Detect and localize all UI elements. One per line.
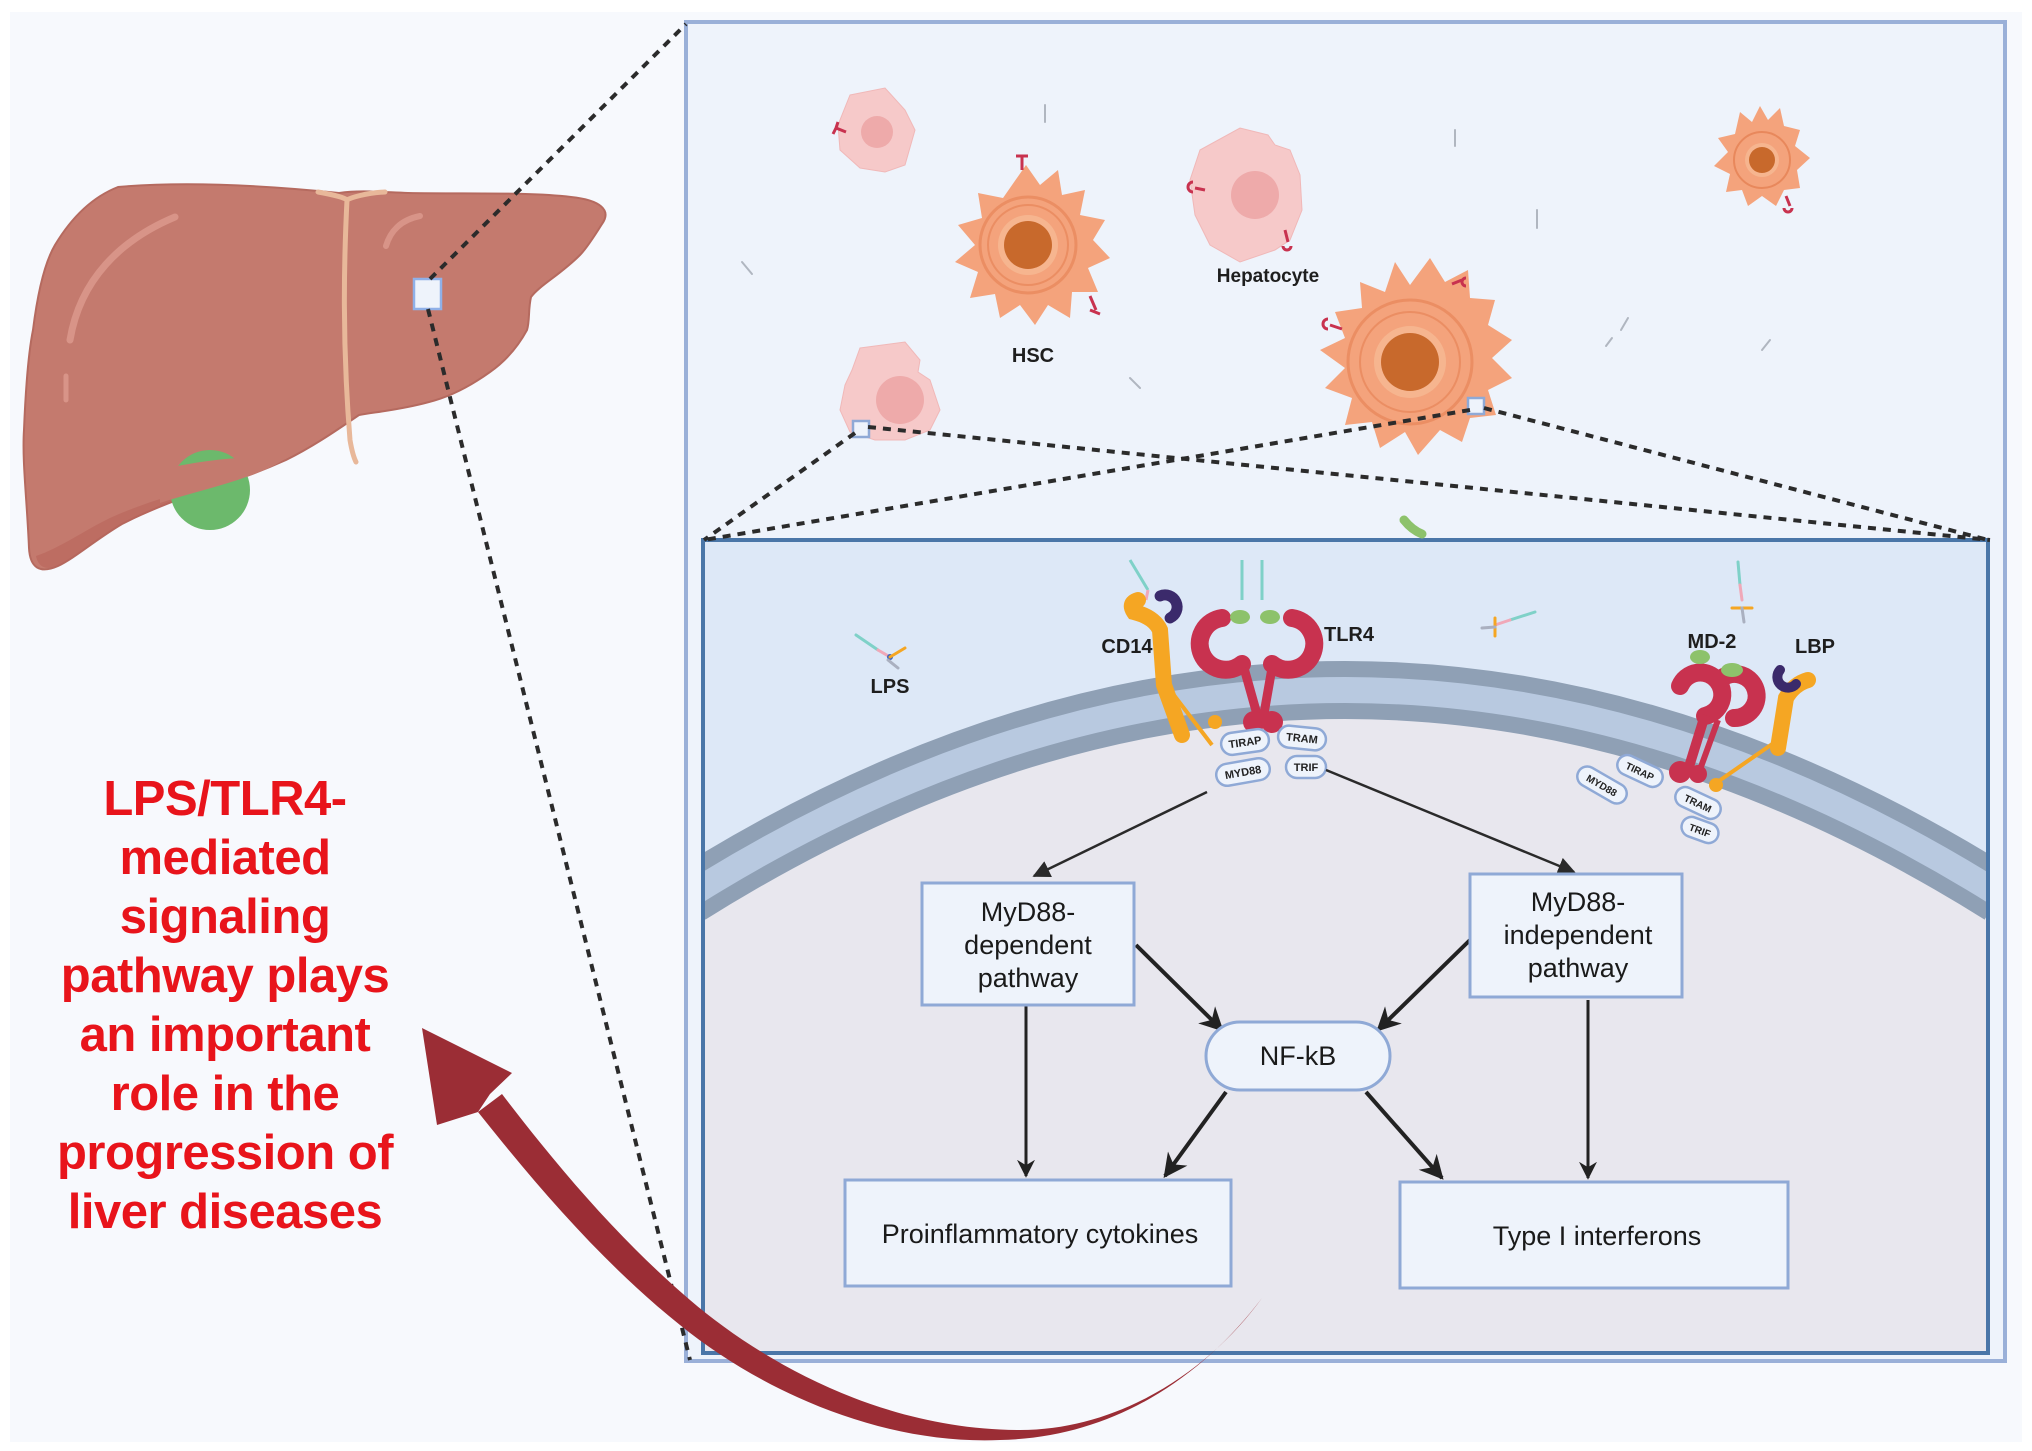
myd88-independent-line-3: pathway bbox=[1528, 953, 1629, 983]
type-i-interferons-label: Type I interferons bbox=[1493, 1221, 1702, 1251]
summary-line-7: progression of bbox=[56, 1126, 394, 1180]
tlr4-receptor-left bbox=[1190, 560, 1324, 733]
zoom-line-hepatocyte-left bbox=[702, 431, 857, 542]
myd88-independent-box: MyD88- independent pathway bbox=[1468, 872, 1684, 999]
lps-label: LPS bbox=[871, 676, 910, 698]
myd88-independent-line-1: MyD88- bbox=[1531, 887, 1626, 917]
curved-arrow-head bbox=[422, 1028, 512, 1125]
hepatocyte-cell-1 bbox=[1186, 127, 1303, 263]
summary-line-2: mediated bbox=[119, 831, 331, 885]
myd88-dependent-box: MyD88- dependent pathway bbox=[920, 881, 1136, 1007]
proinflammatory-cytokines-label: Proinflammatory cytokines bbox=[882, 1219, 1199, 1249]
tlr4-label: TLR4 bbox=[1324, 624, 1375, 646]
proinflammatory-cytokines-box: Proinflammatory cytokines bbox=[843, 1178, 1233, 1288]
summary-line-6: role in the bbox=[110, 1067, 340, 1121]
myd88-dependent-line-1: MyD88- bbox=[981, 897, 1076, 927]
hepatocyte-cell-small bbox=[831, 87, 916, 173]
myd88-independent-line-2: independent bbox=[1504, 920, 1653, 950]
zoom-marker-liver bbox=[412, 277, 443, 311]
adaptor-tram-left: TRAM bbox=[1285, 731, 1318, 746]
liver-highlight-left bbox=[66, 213, 179, 344]
curved-feedback-arrow bbox=[422, 1028, 1262, 1441]
arrow-myd88-to-dependent bbox=[1032, 790, 1208, 878]
adaptor-complex-right: MYD88 TIRAP TRAM TRIF bbox=[1576, 753, 1722, 845]
membrane-panel-border bbox=[701, 538, 1990, 1355]
zoom-line-liver-top bbox=[428, 22, 688, 281]
cd14-receptor-left bbox=[1123, 559, 1222, 747]
liver-highlight-right bbox=[383, 213, 423, 249]
hsc-cell-2 bbox=[1320, 258, 1512, 455]
liver-lower-shadow bbox=[36, 486, 210, 568]
myd88-dependent-line-3: pathway bbox=[978, 963, 1079, 993]
pathway-arrows bbox=[1017, 768, 1597, 1180]
arrow-trif-to-independent bbox=[1325, 768, 1576, 875]
zoom-marker-hsc bbox=[1466, 396, 1486, 416]
lps-molecule-free-2 bbox=[1730, 560, 1754, 624]
adaptor-tirap-left: TIRAP bbox=[1228, 735, 1262, 751]
cell-membrane-inner bbox=[703, 677, 1988, 903]
hsc-cell-small bbox=[1714, 106, 1810, 214]
summary-line-5: an important bbox=[79, 1008, 371, 1062]
summary-line-8: liver diseases bbox=[67, 1185, 383, 1239]
nfkb-label: NF-kB bbox=[1260, 1041, 1337, 1071]
myd88-dependent-line-2: dependent bbox=[964, 930, 1092, 960]
lps-molecule-free-1 bbox=[1480, 610, 1537, 638]
zoom-line-hsc-right bbox=[1483, 406, 1989, 542]
zoom-line-hsc-left bbox=[703, 408, 1471, 542]
lps-molecule bbox=[854, 633, 907, 670]
adaptor-complex-left: TIRAP MYD88 TRAM TRIF bbox=[1214, 724, 1328, 788]
summary-line-4: pathway plays bbox=[60, 949, 390, 1003]
zoom-line-liver-bottom bbox=[426, 308, 692, 1361]
arrow-dependent-to-nfkb bbox=[1134, 943, 1224, 1032]
lps-fragments bbox=[741, 104, 1771, 389]
liver-illustration bbox=[22, 183, 607, 571]
arrow-nfkb-to-cytokines bbox=[1163, 1090, 1228, 1178]
hepatocyte-cell-2 bbox=[839, 341, 941, 441]
zoom-dashed-lines bbox=[426, 22, 1991, 1361]
arrow-nfkb-to-interferons bbox=[1364, 1090, 1444, 1180]
nfkb-node: NF-kB bbox=[1204, 1020, 1392, 1092]
curved-arrow-shaft bbox=[478, 1094, 1262, 1441]
summary-line-3: signaling bbox=[119, 890, 331, 944]
hsc-cell-1 bbox=[955, 154, 1110, 325]
hepatocyte-label: Hepatocyte bbox=[1217, 266, 1319, 287]
zoom-line-hepatocyte-right bbox=[867, 425, 1991, 542]
cd14-receptor-right bbox=[1709, 665, 1816, 792]
falciform-ligament bbox=[315, 189, 388, 465]
cd14-label: CD14 bbox=[1101, 636, 1153, 658]
hsc-label: HSC bbox=[1012, 345, 1054, 367]
type-i-interferons-box: Type I interferons bbox=[1398, 1180, 1790, 1290]
md2-fragment bbox=[1399, 515, 1427, 539]
liver-lower-lobe-cover bbox=[160, 457, 286, 503]
summary-line-1: LPS/TLR4- bbox=[103, 772, 347, 826]
adaptor-trif-left: TRIF bbox=[1294, 762, 1319, 774]
lbp-label: LBP bbox=[1795, 636, 1835, 658]
summary-text: LPS/TLR4- mediated signaling pathway pla… bbox=[30, 770, 420, 1242]
arrow-independent-to-nfkb bbox=[1376, 938, 1472, 1032]
md2-label: MD-2 bbox=[1688, 631, 1737, 653]
tlr4-receptor-right bbox=[1669, 650, 1766, 783]
